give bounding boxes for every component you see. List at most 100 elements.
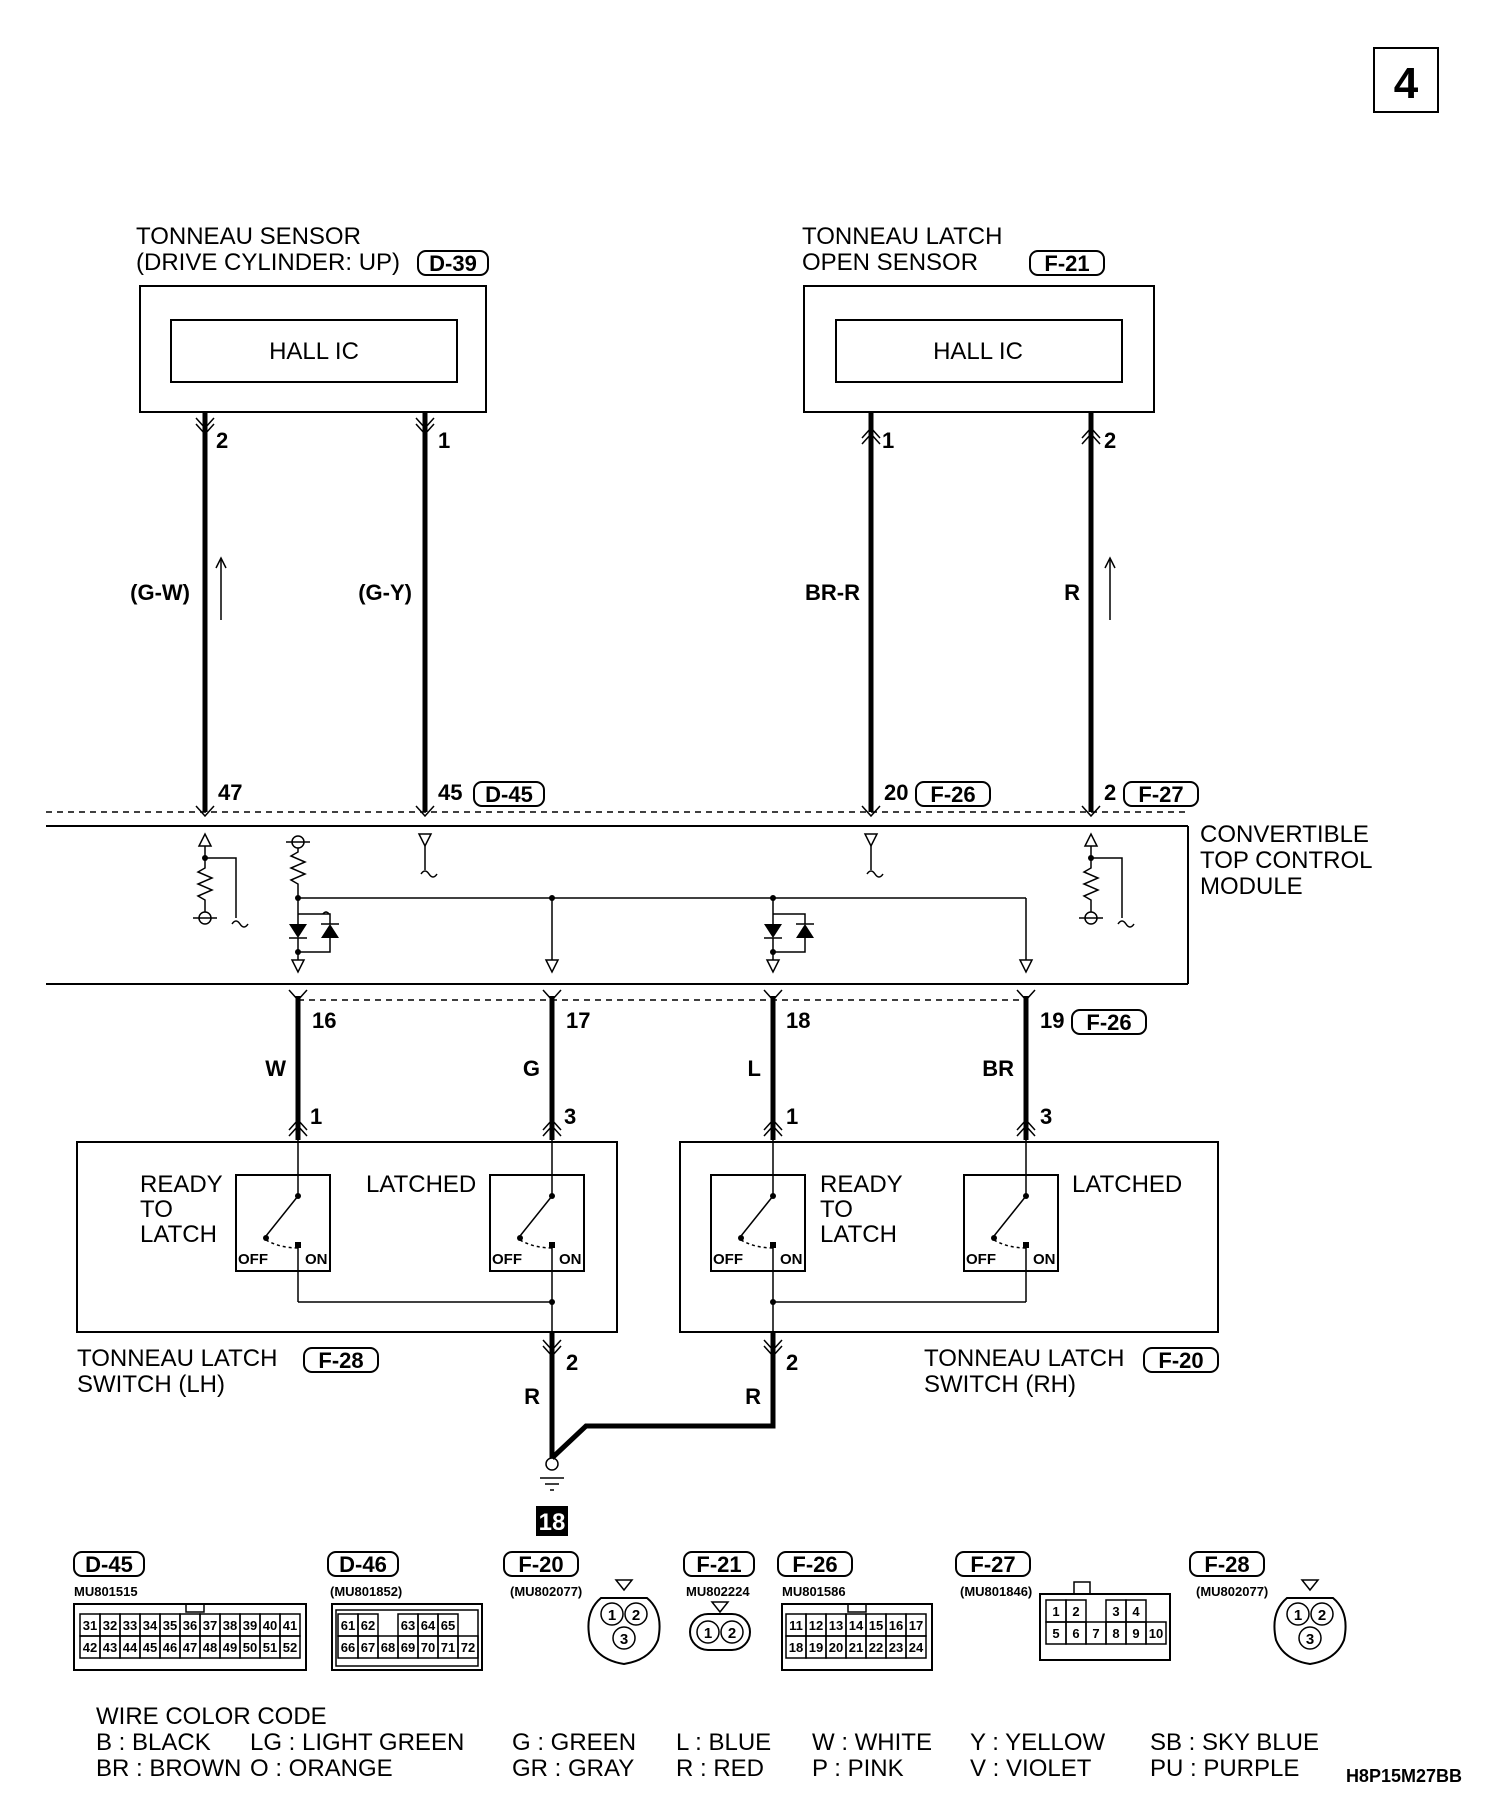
connector-pin: 44 (123, 1640, 138, 1655)
wire-color-label: G (523, 1056, 540, 1081)
wire-color-label: R (524, 1384, 540, 1409)
switch-on-label: ON (305, 1251, 328, 1268)
connector-id: F-21 (696, 1552, 741, 1577)
connector-pin: 40 (263, 1618, 277, 1633)
page-number-box (1373, 47, 1439, 113)
switch-label: LATCH (820, 1221, 897, 1248)
switch-label: LATCHED (366, 1171, 476, 1198)
connector-id: F-20 (518, 1552, 563, 1577)
connector-tag-label: D-39 (429, 251, 477, 276)
connector-pin: 63 (401, 1618, 415, 1633)
pin-label: 2 (1318, 1607, 1326, 1624)
connector-pin: 34 (143, 1618, 158, 1633)
connector-pin: 4 (1132, 1604, 1140, 1619)
connector-pin: 16 (889, 1618, 903, 1633)
connector-pin: 12 (809, 1618, 823, 1633)
connector-pin: 72 (461, 1640, 475, 1655)
module-label: CONVERTIBLE (1200, 821, 1369, 848)
hall-ic-box (835, 319, 1123, 383)
pin-label: 2 (566, 1350, 578, 1375)
connector-pin: 35 (163, 1618, 177, 1633)
pin-label: 1 (704, 1625, 712, 1642)
legend-title: WIRE COLOR CODE (96, 1703, 327, 1730)
module-label: TOP CONTROL (1200, 847, 1372, 874)
connector-pin: 32 (103, 1618, 117, 1633)
tonneau-sensor-subtitle: (DRIVE CYLINDER: UP) (136, 249, 400, 276)
tonneau-sensor: TONNEAU SENSOR (DRIVE CYLINDER: UP) D-39… (136, 223, 489, 453)
legend-entry: LG : LIGHT GREEN (250, 1729, 464, 1756)
connector-id: D-46 (339, 1552, 387, 1577)
pin-label: 2 (728, 1625, 736, 1642)
connector-pin: 70 (421, 1640, 435, 1655)
switch-off-label: OFF (238, 1251, 268, 1268)
connector-pin: 47 (183, 1640, 197, 1655)
connector-f28: F-28 (MU802077) 1 2 3 (1189, 1551, 1347, 1666)
connector-tag-label: F-20 (1158, 1348, 1203, 1373)
connector-tag (1029, 250, 1105, 276)
switch-off-label: OFF (713, 1251, 743, 1268)
connector-pin: 13 (829, 1618, 843, 1633)
connector-tag (417, 250, 489, 276)
connector-cell (1145, 1621, 1167, 1645)
pin-label: 20 (884, 780, 908, 805)
connector-part: MU801515 (74, 1584, 138, 1599)
legend-entry: GR : GRAY (512, 1755, 634, 1782)
connector-f20: F-20 (MU802077) 1 2 3 (503, 1551, 661, 1666)
pin-label: 1 (608, 1607, 616, 1624)
legend-entry: BR : BROWN (96, 1755, 241, 1782)
wire-color-label: R (745, 1384, 761, 1409)
legend-entry: G : GREEN (512, 1729, 636, 1756)
pin-label: 1 (786, 1104, 798, 1129)
pin-label: 17 (566, 1008, 590, 1033)
connector-pin: 6 (1072, 1626, 1079, 1641)
connector-pin: 1 (1052, 1604, 1059, 1619)
latch-open-sensor-title: TONNEAU LATCH (802, 223, 1002, 250)
connector-pin: 39 (243, 1618, 257, 1633)
legend-entry: R : RED (676, 1755, 764, 1782)
pin-label: 18 (786, 1008, 810, 1033)
connector-pin: 2 (1072, 1604, 1079, 1619)
connector-tag-label: D-45 (485, 782, 533, 807)
switch-on-label: ON (559, 1251, 582, 1268)
switch-title: TONNEAU LATCH (77, 1345, 277, 1372)
wire-color-label: BR-R (805, 580, 860, 605)
pin-label: 1 (1294, 1607, 1302, 1624)
legend-entry: O : ORANGE (250, 1755, 393, 1782)
connector-pin: 71 (441, 1640, 455, 1655)
connector-f21: F-21 MU802224 1 2 (683, 1551, 755, 1651)
latch-open-sensor-subtitle: OPEN SENSOR (802, 249, 978, 276)
pin-label: 3 (1040, 1104, 1052, 1129)
connector-part: (MU802077) (510, 1584, 582, 1599)
switch-off-label: OFF (966, 1251, 996, 1268)
connector-pin: 17 (909, 1618, 923, 1633)
legend-entry: W : WHITE (812, 1729, 932, 1756)
legend-entry: B : BLACK (96, 1729, 211, 1756)
connector-pin: 9 (1132, 1626, 1139, 1641)
switch-title: SWITCH (LH) (77, 1371, 225, 1398)
connector-pin: 21 (849, 1640, 863, 1655)
connector-pin: 15 (869, 1618, 883, 1633)
sensor-housing (139, 285, 487, 413)
connector-pin: 3 (1112, 1604, 1119, 1619)
pin-label: 45 (438, 780, 462, 805)
switch-title: TONNEAU LATCH (924, 1345, 1124, 1372)
switch-label: TO (140, 1196, 173, 1223)
convertible-top-control-module: CONVERTIBLE TOP CONTROL MODULE (46, 811, 1372, 985)
ground-number: 18 (539, 1509, 566, 1536)
connector-pin: 64 (421, 1618, 436, 1633)
tonneau-latch-switch-rh: READY TO LATCH LATCHED OFF ON OFF ON TON… (679, 1140, 1219, 1398)
connector-pin: 49 (223, 1640, 237, 1655)
connector-pin: 5 (1052, 1626, 1059, 1641)
pin-label: 16 (312, 1008, 336, 1033)
connector-pin: 62 (361, 1618, 375, 1633)
switch-label: TO (820, 1196, 853, 1223)
connector-pin: 51 (263, 1640, 277, 1655)
connector-pin: 23 (889, 1640, 903, 1655)
switch-label: LATCHED (1072, 1171, 1182, 1198)
page-number: 4 (1394, 59, 1419, 108)
connector-pin: 41 (283, 1618, 297, 1633)
pin-label: 2 (1104, 780, 1116, 805)
